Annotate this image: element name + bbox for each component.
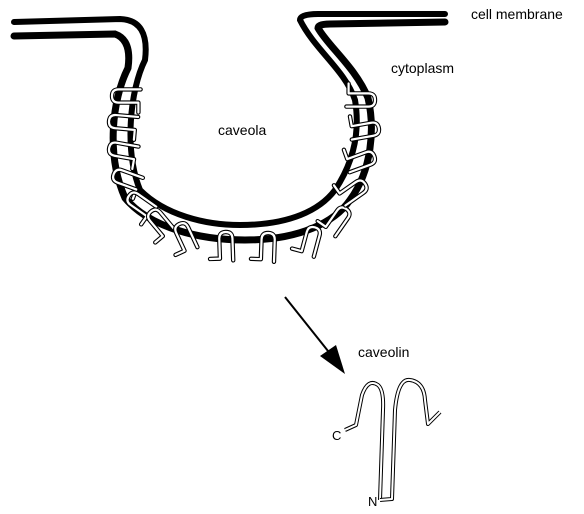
outer-leaflet bbox=[14, 14, 445, 225]
caveolin-protein bbox=[348, 112, 380, 140]
caveola-label: caveola bbox=[218, 122, 266, 138]
caveolin-molecule bbox=[345, 380, 440, 500]
cell-membrane-label: cell membrane bbox=[471, 6, 563, 22]
c-terminus-label: C bbox=[332, 428, 341, 443]
cytoplasm-label: cytoplasm bbox=[391, 60, 454, 76]
caveolin-coat bbox=[106, 84, 380, 262]
caveolin-protein bbox=[292, 223, 322, 257]
n-terminus-label: N bbox=[368, 494, 377, 509]
caveolin-label: caveolin bbox=[358, 344, 409, 360]
zoom-arrow bbox=[285, 297, 345, 374]
